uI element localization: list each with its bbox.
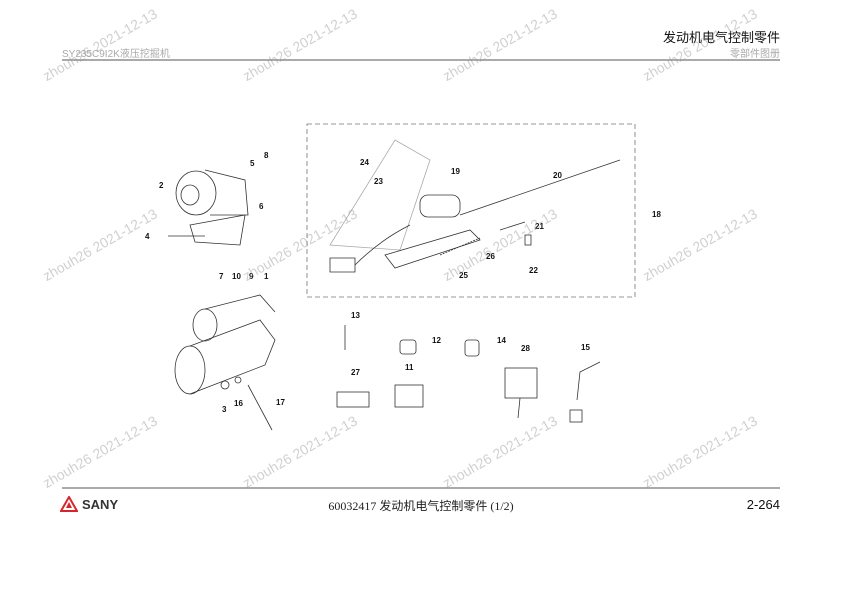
solenoid: [419, 194, 461, 218]
callout: 13: [351, 311, 360, 320]
callout: 16: [234, 399, 243, 408]
sany-logo-icon: [60, 496, 78, 512]
assembly-18-boundary: [306, 123, 636, 298]
callout: 5: [250, 159, 255, 168]
relay-11: [394, 384, 424, 408]
callout: 8: [264, 151, 269, 160]
callout: 24: [360, 158, 369, 167]
cable: [459, 159, 621, 216]
callout: 9: [249, 272, 254, 281]
callout: 12: [432, 336, 441, 345]
callout: 18: [652, 210, 661, 219]
switch-12: [399, 339, 417, 355]
sany-logo: SANY: [60, 496, 118, 512]
callout: 4: [145, 232, 150, 241]
starter-motor: [174, 345, 206, 395]
callout: 28: [521, 344, 530, 353]
document-title: 60032417 发动机电气控制零件 (1/2): [328, 499, 514, 513]
footer-divider: [62, 487, 780, 489]
callout: 11: [405, 363, 414, 372]
brand-name: SANY: [82, 496, 119, 512]
callout: 14: [497, 336, 506, 345]
callout: 15: [581, 343, 590, 352]
alternator: [175, 170, 217, 216]
callout: 23: [374, 177, 383, 186]
callout: 7: [219, 272, 224, 281]
sensor-15: [576, 361, 601, 401]
callout: 21: [535, 222, 544, 231]
callout: 17: [276, 398, 285, 407]
callout: 1: [264, 272, 269, 281]
bracket-plate: [329, 139, 431, 251]
callout: 26: [486, 252, 495, 261]
page-subtitle: 零部件图册: [730, 49, 780, 60]
callout: 2: [159, 181, 164, 190]
relay-27: [336, 391, 370, 408]
callout: 6: [259, 202, 264, 211]
page-number: 2-264: [746, 497, 780, 512]
callout-numbers: 1 2 3 4 5 6 7 8 9 10 11 12 13 14 15 16 1…: [145, 151, 661, 414]
callout: 22: [529, 266, 538, 275]
header-divider: [62, 59, 780, 61]
callout: 27: [351, 368, 360, 377]
callout: 3: [222, 405, 227, 414]
page-title: 发动机电气控制零件: [662, 30, 780, 45]
controller-28: [504, 367, 538, 399]
callout: 25: [459, 271, 468, 280]
machine-model: SY235C9I2K液压挖掘机: [62, 49, 170, 60]
callout: 10: [232, 272, 241, 281]
switch-14: [464, 339, 480, 357]
callout: 19: [451, 167, 460, 176]
callout: 20: [553, 171, 562, 180]
